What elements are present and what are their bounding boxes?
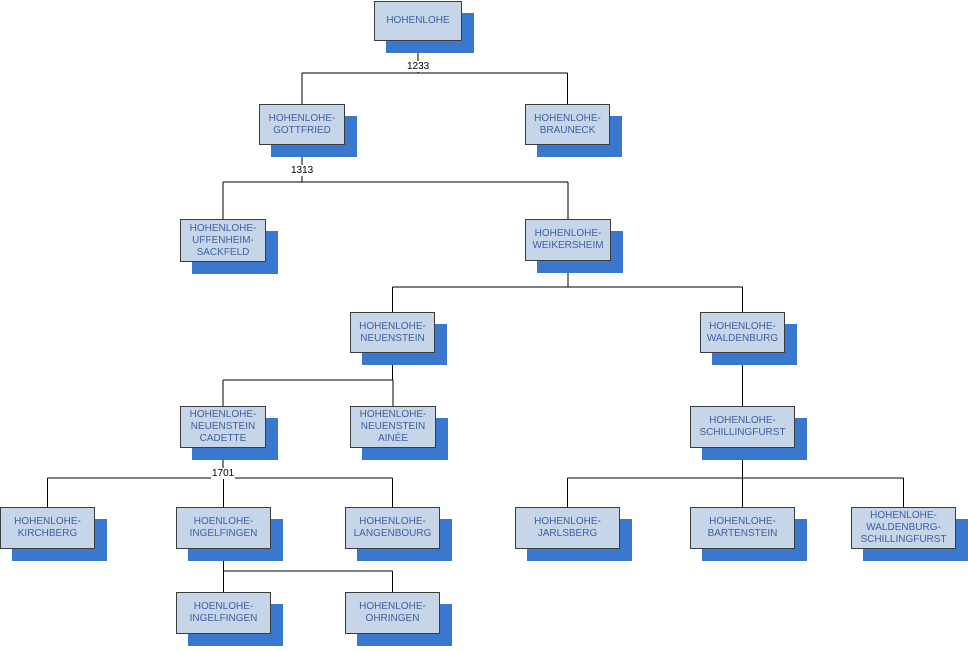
node-label: HOHENLOHE- WEIKERSHEIM	[525, 219, 611, 261]
node-neuenstein: HOHENLOHE- NEUENSTEIN	[350, 312, 447, 365]
node-jarlsberg: HOHENLOHE- JARLSBERG	[515, 507, 632, 561]
node-label: HOHENLOHE- WALDENBURG	[700, 312, 785, 353]
node-label: HOHENLOHE- SCHILLINGFURST	[690, 406, 795, 448]
node-label: HOHENLOHE- LANGENBOURG	[345, 507, 440, 549]
node-waldenburg: HOHENLOHE- WALDENBURG	[700, 312, 797, 365]
node-neuenstein-cadette: HOHENLOHE- NEUENSTEIN CADETTE	[180, 406, 278, 460]
node-label: HOHENLOHE- KIRCHBERG	[0, 507, 95, 549]
node-ingelfingen: HOENLOHE- INGELFINGEN	[176, 507, 283, 561]
node-label: HOHENLOHE- BARTENSTEIN	[690, 507, 795, 549]
node-ingelfingen-2: HOENLOHE- INGELFINGEN	[176, 592, 283, 646]
node-label: HOHENLOHE- NEUENSTEIN	[350, 312, 435, 353]
node-label: HOHENLOHE- BRAUNECK	[525, 104, 610, 145]
node-gottfried: HOHENLOHE- GOTTFRIED	[259, 104, 357, 157]
node-label: HOENLOHE- INGELFINGEN	[176, 507, 271, 549]
node-kirchberg: HOHENLOHE- KIRCHBERG	[0, 507, 107, 561]
node-label: HOHENLOHE- NEUENSTEIN AINÉE	[350, 406, 436, 448]
year-label-hohenlohe: 1233	[406, 61, 431, 72]
node-weikersheim: HOHENLOHE- WEIKERSHEIM	[525, 219, 623, 273]
node-bartenstein: HOHENLOHE- BARTENSTEIN	[690, 507, 807, 561]
node-label: HOENLOHE- INGELFINGEN	[176, 592, 271, 634]
node-uffenheim: HOHENLOHE- UFFENHEIM- SACKFELD	[180, 219, 278, 274]
node-neuenstein-ainee: HOHENLOHE- NEUENSTEIN AINÉE	[350, 406, 448, 460]
node-brauneck: HOHENLOHE- BRAUNECK	[525, 104, 622, 157]
node-label: HOHENLOHE- WALDENBURG- SCHILLINGFURST	[851, 507, 956, 549]
node-label: HOHENLOHE- GOTTFRIED	[259, 104, 345, 145]
node-waldenburg-schillingfurst: HOHENLOHE- WALDENBURG- SCHILLINGFURST	[851, 507, 968, 561]
node-label: HOHENLOHE- NEUENSTEIN CADETTE	[180, 406, 266, 448]
node-langenbourg: HOHENLOHE- LANGENBOURG	[345, 507, 452, 561]
node-label: HOHENLOHE	[374, 1, 462, 41]
node-label: HOHENLOHE- UFFENHEIM- SACKFELD	[180, 219, 266, 262]
node-label: HOHENLOHE- JARLSBERG	[515, 507, 620, 549]
year-label-gottfried: 1313	[290, 165, 315, 176]
node-schillingfurst: HOHENLOHE- SCHILLINGFURST	[690, 406, 807, 460]
year-label-neuenstein-cadette: 1701	[211, 468, 236, 479]
node-label: HOHENLOHE- OHRINGEN	[345, 592, 440, 634]
node-hohenlohe: HOHENLOHE	[374, 1, 474, 53]
node-ohringen: HOHENLOHE- OHRINGEN	[345, 592, 452, 646]
